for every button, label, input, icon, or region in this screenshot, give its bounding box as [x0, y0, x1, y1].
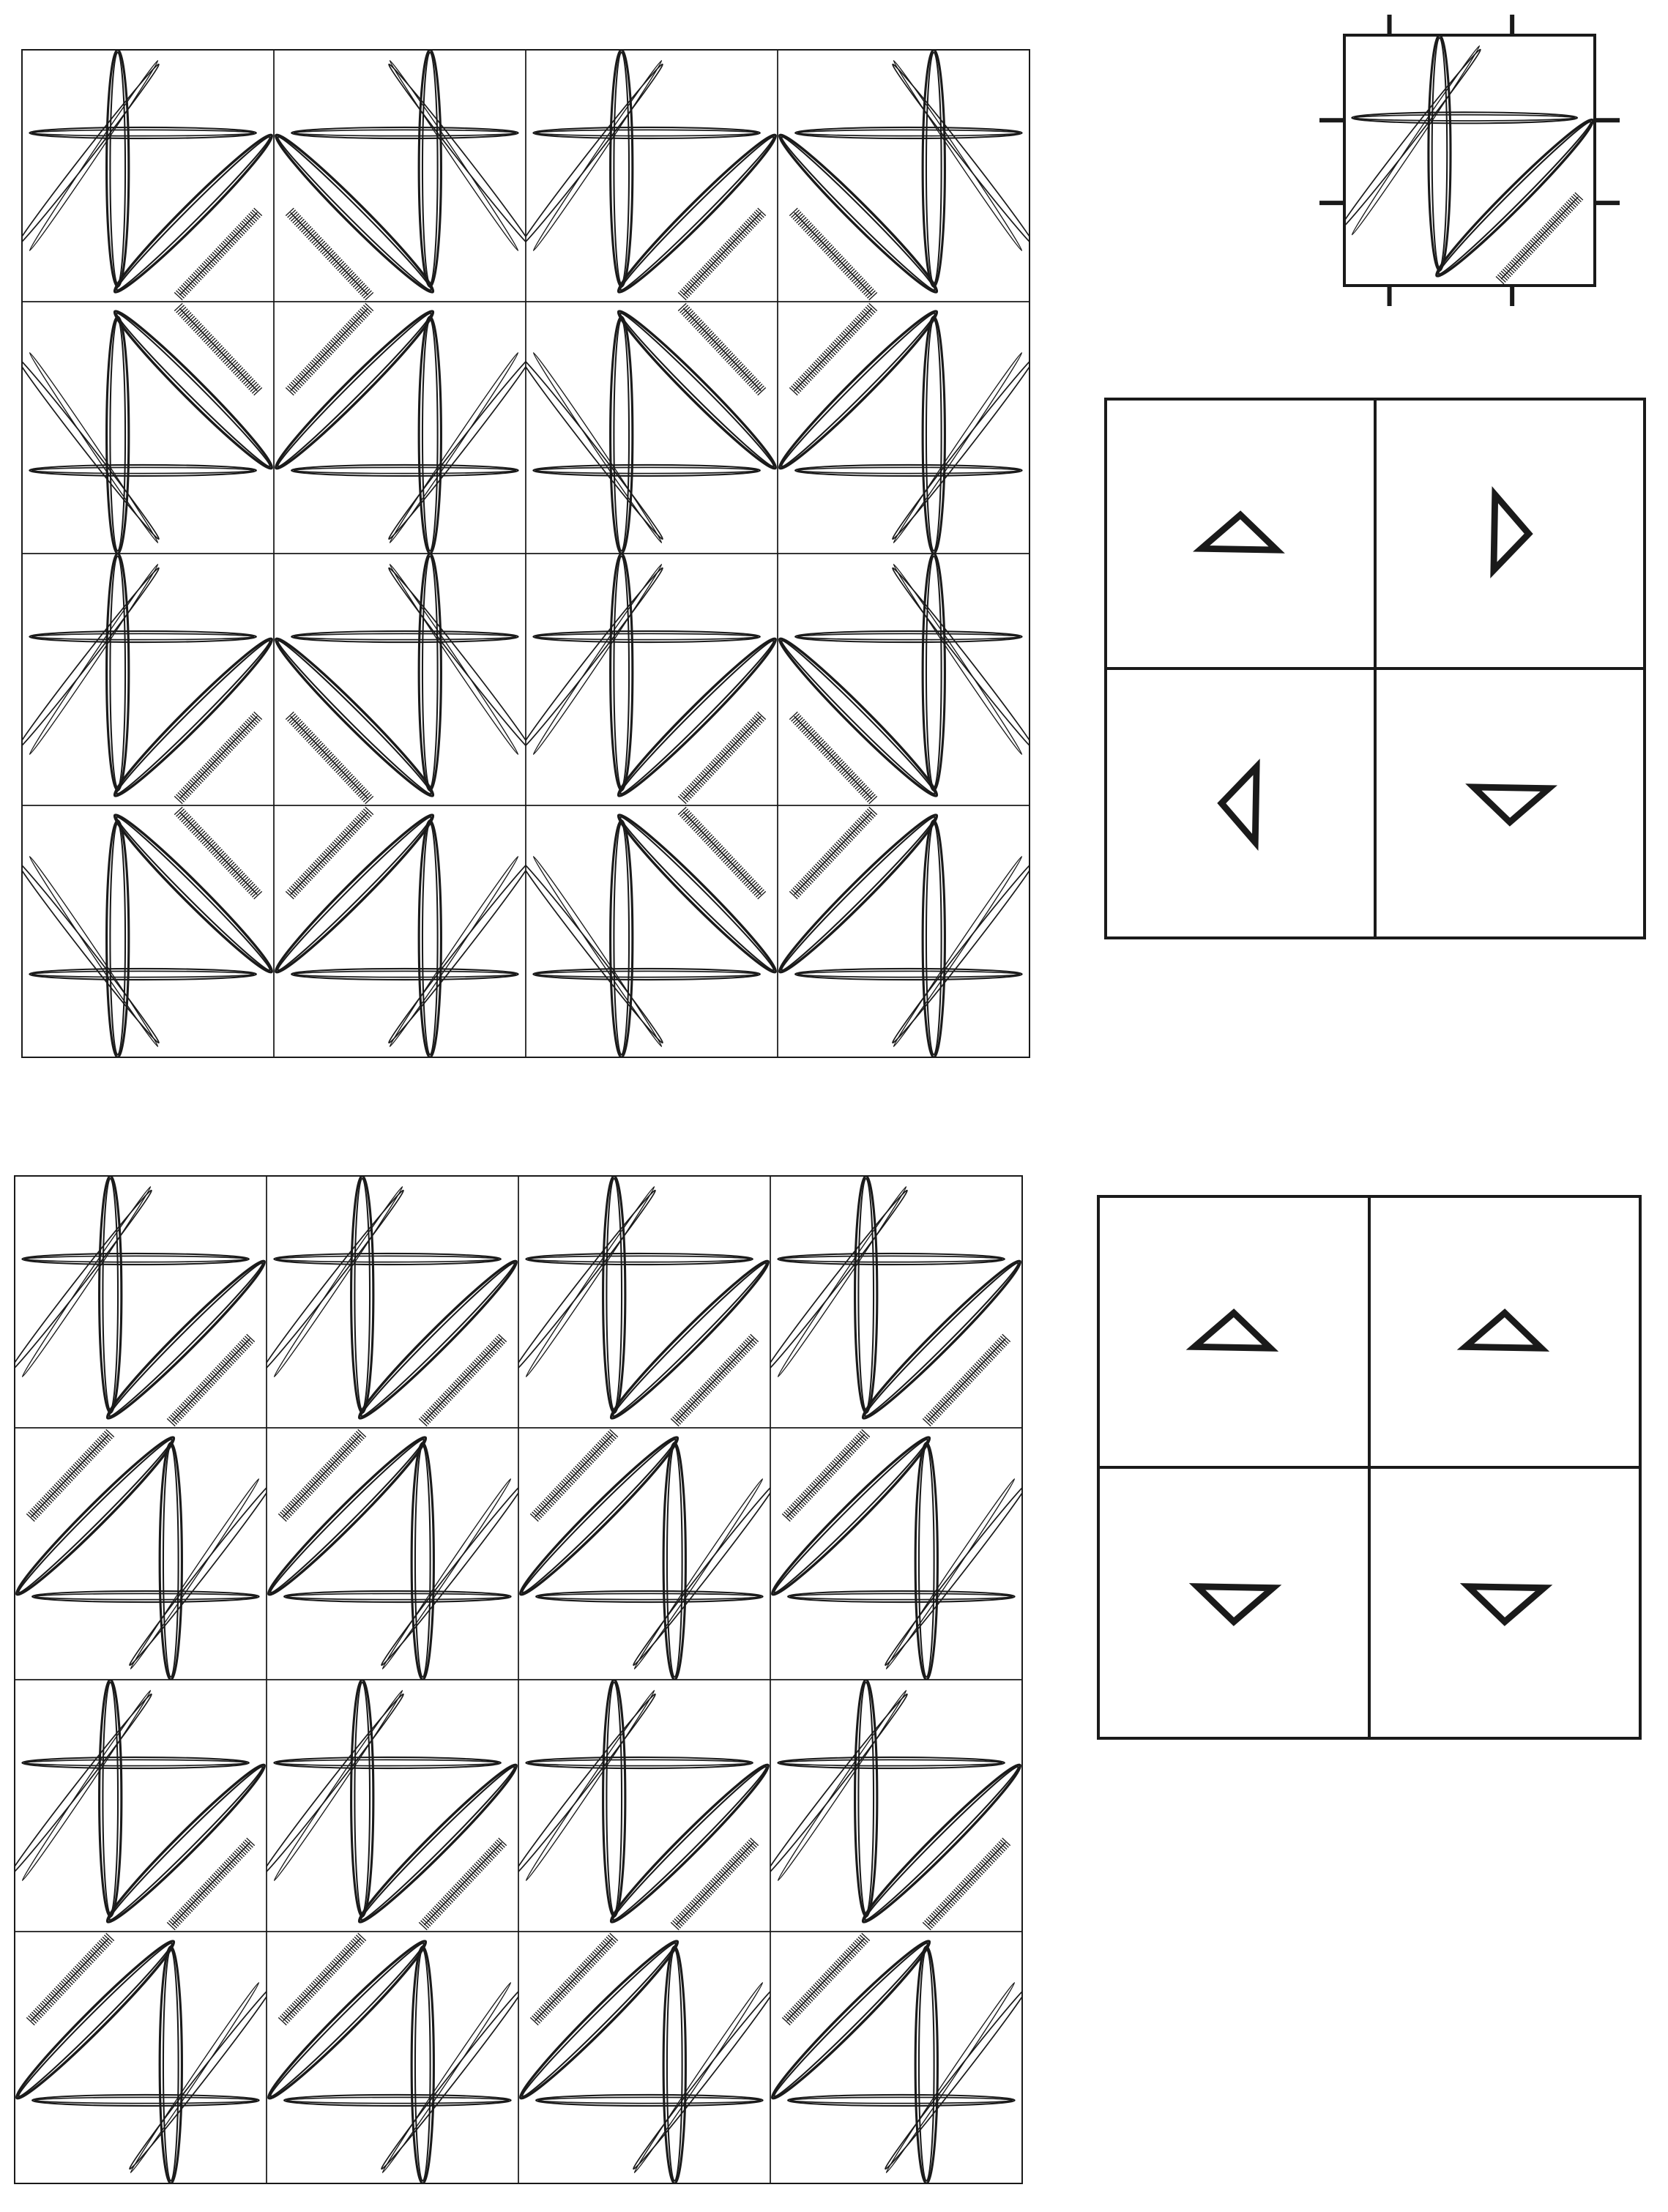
motif-frame	[1343, 34, 1596, 287]
top-tile	[273, 805, 526, 1058]
bottom-tile	[770, 1931, 1023, 2184]
bottom-tile	[266, 1175, 519, 1429]
bottom-tile	[518, 1679, 771, 1932]
bottom-cell-border	[14, 1679, 267, 1932]
triangle-down-icon	[1473, 787, 1549, 822]
top-tile	[273, 49, 526, 302]
top-tile	[21, 301, 275, 554]
bottom-tile	[14, 1175, 267, 1429]
bottom-cell-border	[770, 1679, 1023, 1932]
bottom-cell-border	[266, 1175, 519, 1429]
top-tile	[525, 301, 778, 554]
triangle-down-icon	[1197, 1587, 1273, 1622]
top-key-cell-border	[1374, 667, 1646, 939]
top-orientation-key	[1104, 398, 1646, 939]
top-cell-border	[777, 49, 1030, 302]
top-tile	[525, 553, 778, 806]
top-key-cell-border	[1374, 398, 1646, 670]
top-cell-border	[777, 553, 1030, 806]
bottom-cell-border	[518, 1679, 771, 1932]
bottom-key-cell	[1368, 1195, 1642, 1469]
top-key-cell-border	[1104, 667, 1377, 939]
triangle-up-icon	[1194, 1313, 1270, 1348]
top-cell-border	[525, 553, 778, 806]
top-key-cell	[1374, 398, 1646, 670]
triangle-right-icon	[1494, 495, 1529, 570]
top-tile	[21, 805, 275, 1058]
top-cell-border	[273, 49, 526, 302]
bottom-cell-border	[14, 1931, 267, 2184]
bottom-cell-border	[518, 1427, 771, 1680]
bottom-cell-border	[266, 1427, 519, 1680]
single-tile-motif	[1319, 15, 1620, 306]
top-tile	[273, 553, 526, 806]
triangle-up-icon	[1465, 1313, 1541, 1348]
bottom-tile	[266, 1679, 519, 1932]
bottom-orientation-key	[1097, 1195, 1642, 1740]
bottom-cell-border	[770, 1427, 1023, 1680]
top-cell-border	[273, 805, 526, 1058]
bottom-cell-border	[266, 1679, 519, 1932]
top-tiling-panel	[21, 49, 1030, 1058]
top-tile	[525, 49, 778, 302]
bottom-cell-border	[518, 1931, 771, 2184]
top-tile	[525, 805, 778, 1058]
top-tile	[21, 49, 275, 302]
bottom-key-cell	[1097, 1466, 1371, 1740]
bottom-cell-border	[14, 1175, 267, 1429]
bottom-cell-border	[266, 1931, 519, 2184]
bottom-key-cell-border	[1097, 1195, 1371, 1469]
bottom-tile	[266, 1931, 519, 2184]
bottom-key-cell	[1097, 1195, 1371, 1469]
top-cell-border	[21, 805, 275, 1058]
top-tile	[777, 805, 1030, 1058]
top-key-cell	[1104, 398, 1377, 670]
bottom-tile	[518, 1427, 771, 1680]
top-cell-border	[777, 805, 1030, 1058]
bottom-tile	[770, 1175, 1023, 1429]
bottom-tile	[770, 1427, 1023, 1680]
bottom-tiling-panel	[14, 1175, 1023, 2184]
top-tile	[777, 49, 1030, 302]
top-cell-border	[21, 301, 275, 554]
bottom-key-cell	[1368, 1466, 1642, 1740]
bottom-cell-border	[518, 1175, 771, 1429]
top-cell-border	[273, 301, 526, 554]
top-tile	[777, 553, 1030, 806]
bottom-cell-border	[14, 1427, 267, 1680]
bottom-tile	[518, 1175, 771, 1429]
bottom-tile	[770, 1679, 1023, 1932]
bottom-cell-border	[770, 1931, 1023, 2184]
bottom-cell-border	[770, 1175, 1023, 1429]
bottom-key-cell-border	[1368, 1466, 1642, 1740]
top-key-cell	[1104, 667, 1377, 939]
top-key-cell	[1374, 667, 1646, 939]
top-cell-border	[21, 553, 275, 806]
top-key-cell-border	[1104, 398, 1377, 670]
top-cell-border	[777, 301, 1030, 554]
bottom-key-cell-border	[1097, 1466, 1371, 1740]
triangle-left-icon	[1221, 767, 1256, 842]
bottom-tile	[266, 1427, 519, 1680]
triangle-up-icon	[1202, 515, 1277, 550]
bottom-key-cell-border	[1368, 1195, 1642, 1469]
triangle-down-icon	[1468, 1587, 1544, 1622]
top-tile	[777, 301, 1030, 554]
top-cell-border	[21, 49, 275, 302]
top-cell-border	[273, 553, 526, 806]
top-cell-border	[525, 49, 778, 302]
bottom-tile	[14, 1679, 267, 1932]
top-cell-border	[525, 301, 778, 554]
top-tile	[21, 553, 275, 806]
top-cell-border	[525, 805, 778, 1058]
bottom-tile	[14, 1931, 267, 2184]
bottom-tile	[14, 1427, 267, 1680]
bottom-tile	[518, 1931, 771, 2184]
top-tile	[273, 301, 526, 554]
